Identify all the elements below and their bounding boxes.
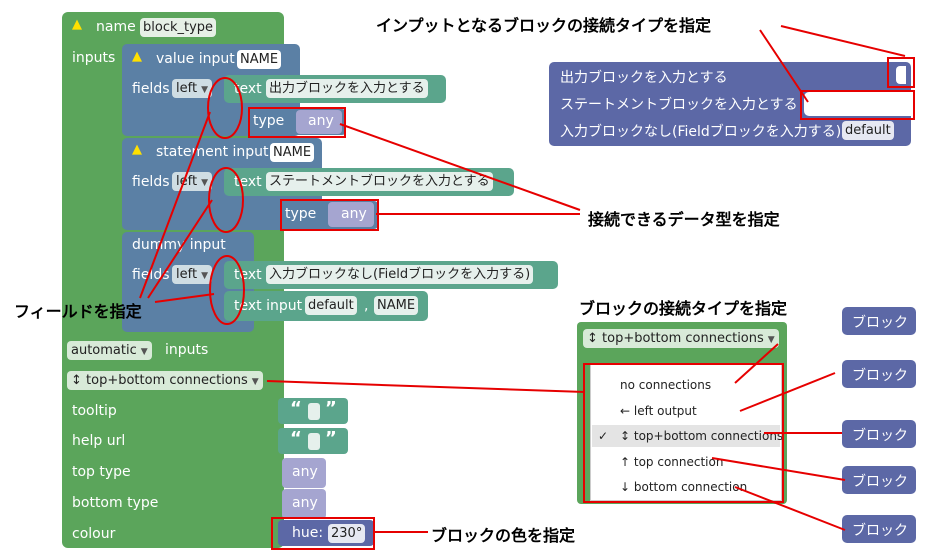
connections-menu-item[interactable]: ↑ top connection bbox=[592, 451, 780, 473]
text-value-field[interactable]: 入力ブロックなし(Fieldブロックを入力する) bbox=[266, 265, 534, 284]
sample-block-label: ブロック bbox=[852, 523, 908, 539]
annotation-data-type: 接続できるデータ型を指定 bbox=[588, 210, 780, 229]
toptype-any-value: any bbox=[292, 464, 318, 480]
value-input-notch bbox=[896, 66, 906, 84]
quote-close-icon: ” bbox=[325, 428, 337, 449]
warning-icon: ▲ bbox=[132, 142, 142, 157]
tooltip-label: tooltip bbox=[72, 403, 117, 419]
colour-label: colour bbox=[72, 526, 116, 542]
type-any-value: any bbox=[308, 113, 334, 129]
type-any-block[interactable] bbox=[328, 202, 374, 227]
quote-open-icon: “ bbox=[290, 428, 302, 449]
hue-value-field[interactable]: 230° bbox=[328, 524, 366, 543]
dummy-input-label: dummy input bbox=[132, 237, 226, 253]
sample-block[interactable]: ブロック bbox=[842, 307, 916, 335]
connections-menu-item[interactable]: ← left output bbox=[592, 400, 780, 422]
value-input-label: value input bbox=[156, 51, 235, 67]
menu-item-label: ← left output bbox=[620, 404, 697, 418]
type-label: type bbox=[253, 113, 285, 129]
tooltip-text-field[interactable] bbox=[308, 403, 320, 420]
sample-block-label: ブロック bbox=[852, 474, 908, 490]
menu-item-label: ↓ bottom connection bbox=[620, 480, 748, 494]
automatic-inputs-label: inputs bbox=[165, 342, 209, 358]
type-any-value: any bbox=[341, 206, 367, 222]
quote-open-icon: “ bbox=[290, 398, 302, 419]
quote-close-icon: ” bbox=[325, 398, 337, 419]
sample-block[interactable]: ブロック bbox=[842, 515, 916, 543]
warning-icon: ▲ bbox=[72, 17, 82, 32]
helpurl-text-field[interactable] bbox=[308, 433, 320, 450]
helpurl-label: help url bbox=[72, 433, 126, 449]
preview-default-field[interactable]: default bbox=[842, 121, 894, 140]
sample-block[interactable]: ブロック bbox=[842, 466, 916, 494]
bottomtype-any-block[interactable] bbox=[282, 489, 326, 519]
check-icon: ✓ bbox=[597, 429, 609, 443]
annotation-input-conn-type: インプットとなるブロックの接続タイプを指定 bbox=[376, 16, 712, 35]
text-value-field[interactable]: 出力ブロックを入力とする bbox=[266, 79, 428, 98]
highlight-input-notch bbox=[887, 57, 915, 88]
popup-connections-dropdown[interactable]: ↕ top+bottom connections▼ bbox=[583, 329, 779, 348]
sample-block[interactable]: ブロック bbox=[842, 420, 916, 448]
preview-line-2: ステートメントブロックを入力とする bbox=[560, 97, 798, 113]
annotation-block-conn-type: ブロックの接続タイプを指定 bbox=[579, 299, 788, 318]
value-input-name-field[interactable]: NAME bbox=[237, 50, 282, 69]
text-input-name-field[interactable]: NAME bbox=[374, 296, 419, 315]
menu-item-label: no connections bbox=[620, 378, 712, 392]
highlight-connections-popup bbox=[583, 363, 784, 503]
align-dropdown[interactable]: left▼ bbox=[172, 265, 212, 284]
highlight-type-any-2 bbox=[280, 199, 379, 231]
sample-block-label: ブロック bbox=[852, 368, 908, 384]
sample-block-label: ブロック bbox=[852, 315, 908, 331]
connections-dropdown[interactable]: ↕ top+bottom connections▼ bbox=[67, 371, 263, 390]
text-value-field[interactable]: ステートメントブロックを入力とする bbox=[266, 172, 493, 191]
bottomtype-label: bottom type bbox=[72, 495, 159, 511]
menu-item-label: ↑ top connection bbox=[620, 455, 724, 469]
block-type-field[interactable]: block_type bbox=[140, 18, 217, 37]
automatic-dropdown[interactable]: automatic▼ bbox=[67, 341, 152, 360]
text-input-default-field[interactable]: default bbox=[305, 296, 357, 315]
statement-input-slot bbox=[804, 92, 911, 116]
statement-input-name-field[interactable]: NAME bbox=[270, 143, 315, 162]
preview-line-3: 入力ブロックなし(Fieldブロックを入力する) bbox=[560, 124, 842, 140]
connections-menu-item[interactable]: ↓ bottom connection bbox=[592, 476, 780, 498]
connections-menu-item[interactable]: no connections bbox=[592, 374, 780, 396]
connections-menu-item[interactable]: ✓ ↕ top+bottom connections bbox=[592, 425, 784, 447]
comma: , bbox=[364, 298, 369, 314]
fields-label: fields bbox=[132, 81, 170, 97]
text-input-label: text input bbox=[234, 298, 303, 314]
statement-input-label: statement input bbox=[156, 144, 269, 160]
inputs-label: inputs bbox=[72, 50, 116, 66]
bottomtype-any-value: any bbox=[292, 495, 318, 511]
type-label: type bbox=[285, 206, 317, 222]
align-dropdown[interactable]: left▼ bbox=[172, 79, 212, 98]
align-dropdown[interactable]: left▼ bbox=[172, 172, 212, 191]
hue-label: hue: bbox=[292, 525, 324, 541]
sample-block-label: ブロック bbox=[852, 428, 908, 444]
menu-item-label: ↕ top+bottom connections bbox=[620, 429, 784, 443]
highlight-statement-slot bbox=[800, 90, 915, 120]
warning-icon: ▲ bbox=[132, 49, 142, 64]
annotation-field: フィールドを指定 bbox=[14, 302, 142, 321]
preview-line-1: 出力ブロックを入力とする bbox=[560, 70, 728, 86]
annotation-colour: ブロックの色を指定 bbox=[431, 526, 576, 545]
type-any-block[interactable] bbox=[296, 110, 342, 134]
toptype-any-block[interactable] bbox=[282, 458, 326, 488]
highlight-type-any-1 bbox=[248, 107, 346, 138]
toptype-label: top type bbox=[72, 464, 131, 480]
text-label: text bbox=[234, 81, 262, 97]
name-label: name bbox=[96, 19, 136, 35]
sample-block[interactable]: ブロック bbox=[842, 360, 916, 388]
fields-label: fields bbox=[132, 174, 170, 190]
highlight-hue bbox=[271, 517, 375, 550]
